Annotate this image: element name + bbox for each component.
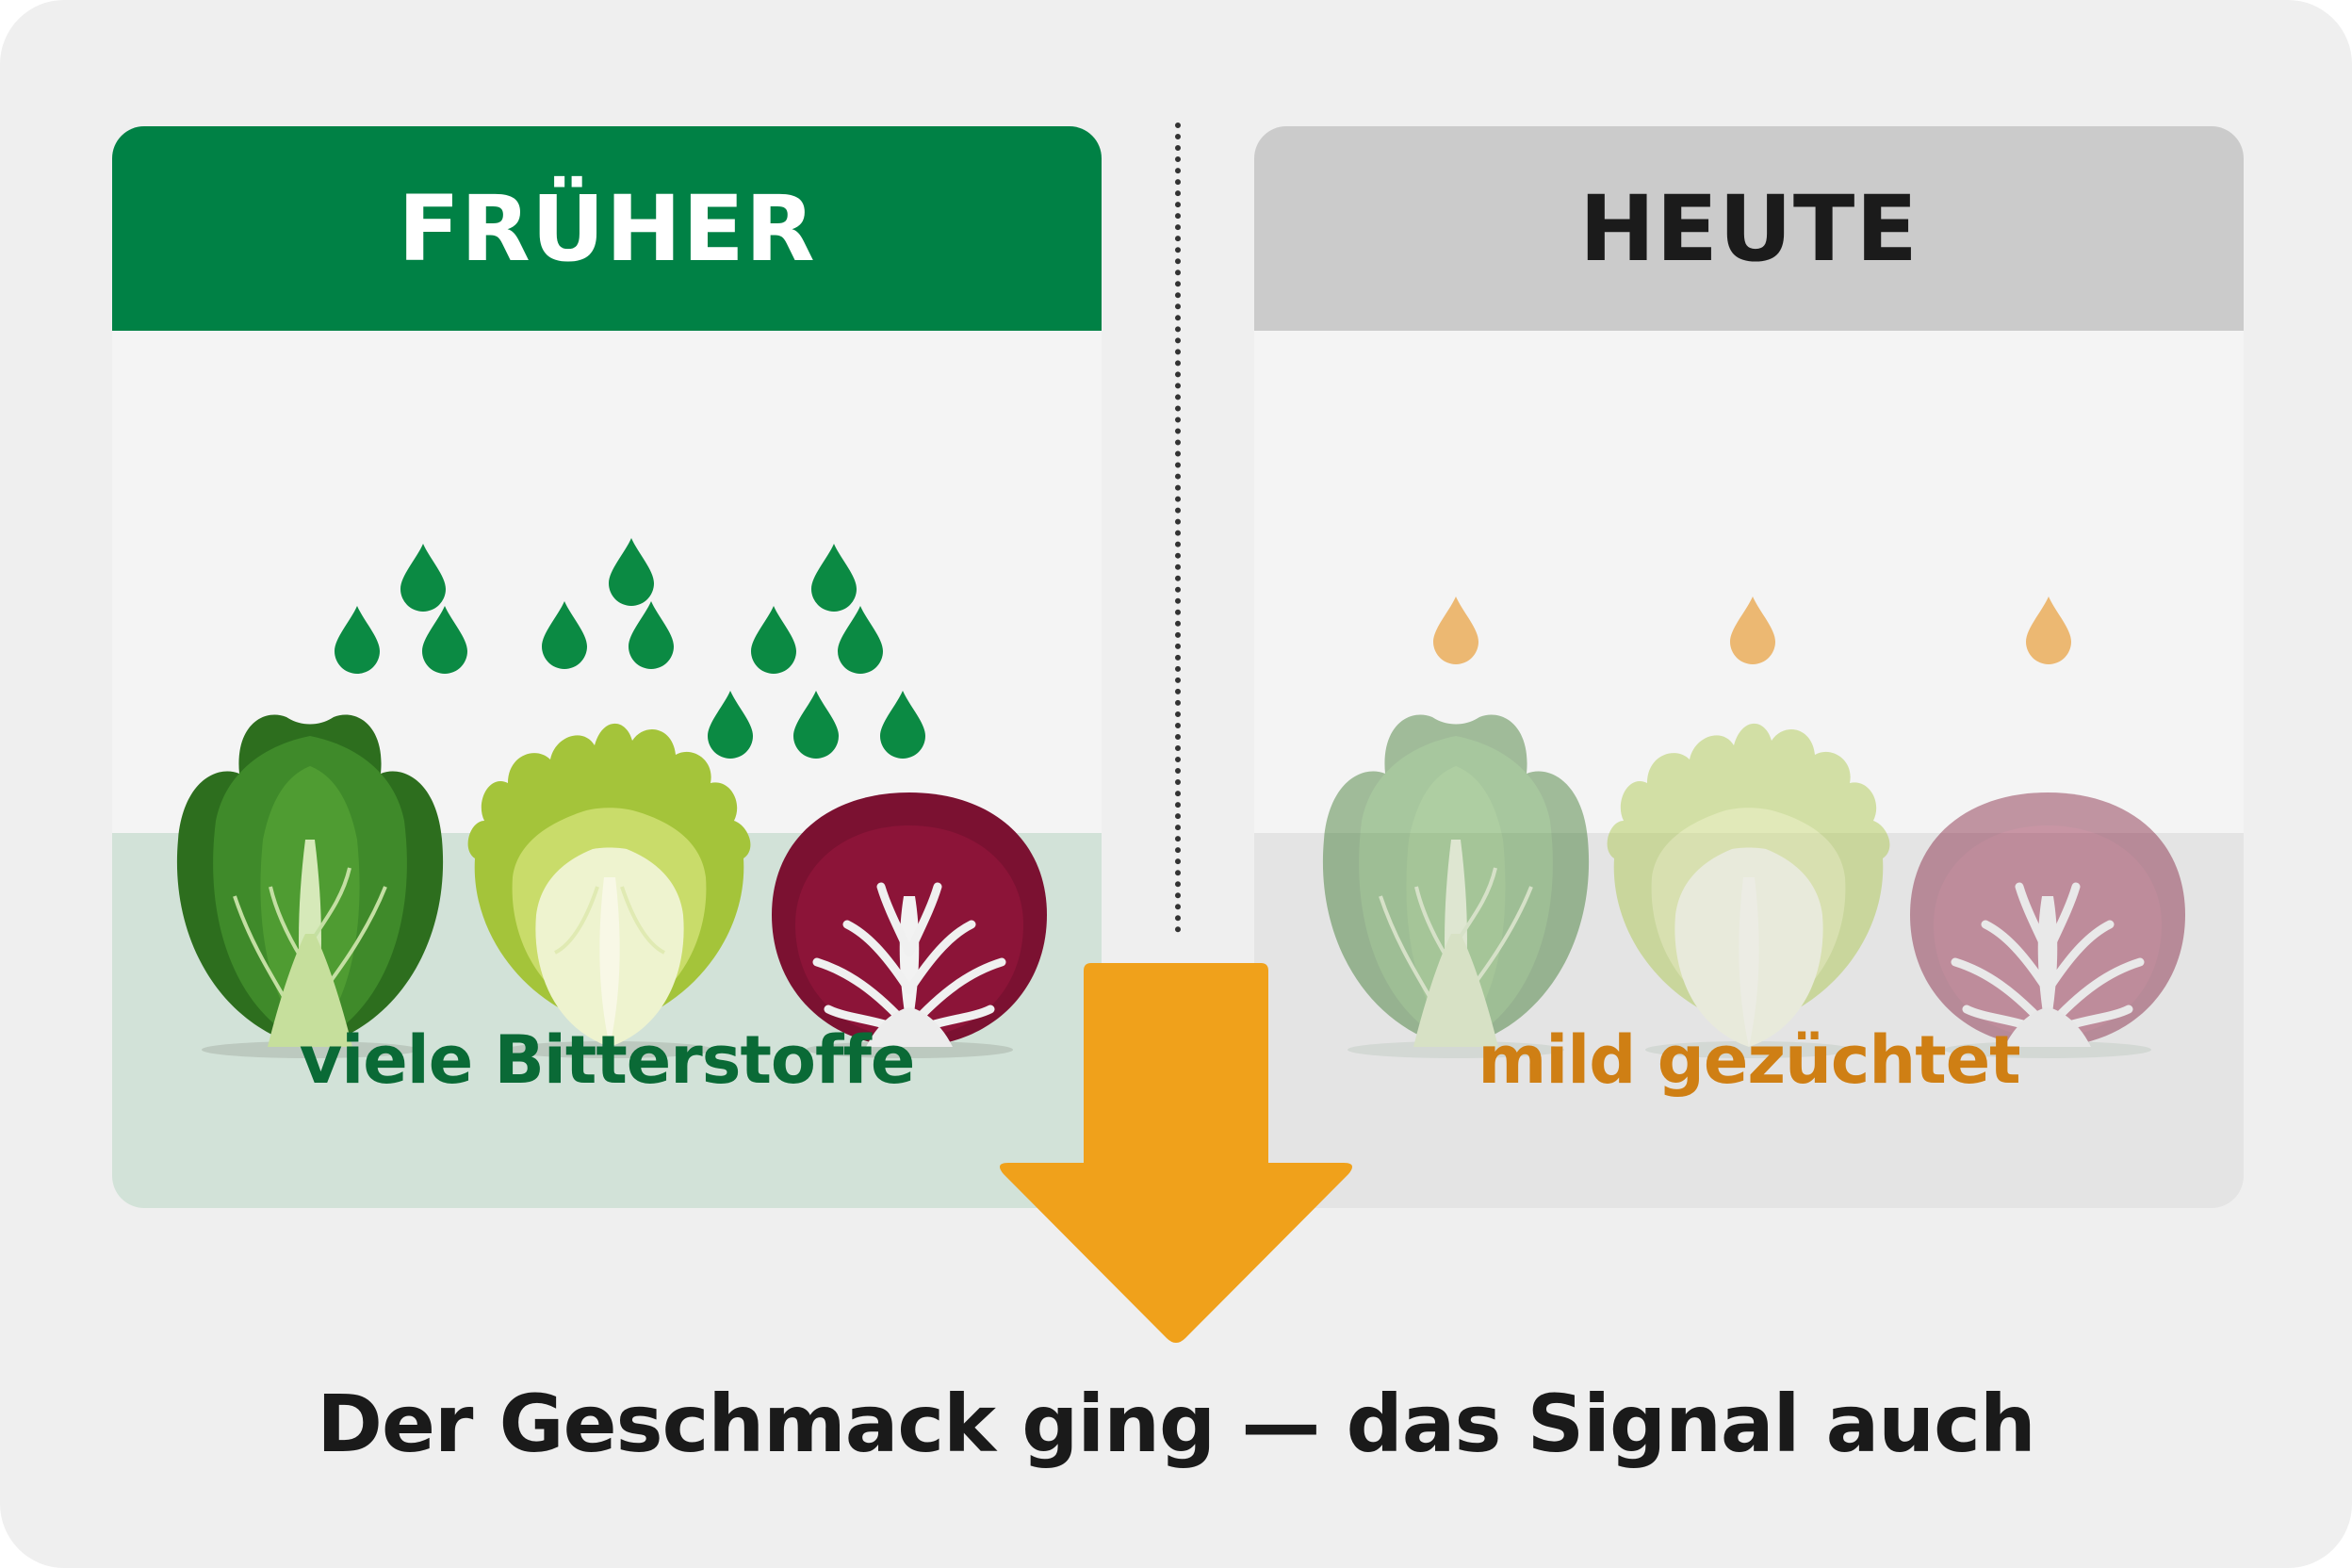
down-arrow-icon	[1000, 963, 1352, 1343]
romaine-lettuce-icon	[1322, 714, 1590, 1058]
past-panel: FRÜHER	[112, 126, 1102, 1208]
drop-icon	[629, 601, 674, 669]
bitter-drops-group	[708, 544, 925, 759]
radicchio-icon	[1910, 792, 2185, 1058]
drop-icon	[708, 691, 753, 759]
past-title: FRÜHER	[398, 175, 816, 282]
past-header: FRÜHER	[112, 126, 1102, 331]
bitter-drops-group	[335, 544, 467, 674]
bitter-drops-group	[542, 538, 674, 669]
drop-icon	[542, 601, 587, 669]
radicchio-icon	[772, 792, 1047, 1058]
drop-icon	[335, 606, 380, 674]
drop-icon	[838, 606, 883, 674]
romaine-lettuce-icon	[176, 714, 444, 1058]
drop-icon	[793, 691, 839, 759]
today-ground	[1254, 833, 2244, 1208]
drop-icon	[1730, 596, 1775, 664]
past-illustration	[176, 538, 1047, 1058]
drop-icon	[751, 606, 796, 674]
drop-icon	[880, 691, 925, 759]
endive-icon	[467, 723, 751, 1058]
today-caption: mild gezüchtet	[1478, 1021, 2020, 1099]
footer-statement: Der Geschmack ging — das Signal auch	[317, 1378, 2035, 1470]
today-header: HEUTE	[1254, 126, 2244, 331]
mild-drops-group	[1433, 596, 2071, 664]
past-caption: viele Bitterstoffe	[299, 1021, 916, 1099]
drop-icon	[422, 606, 467, 674]
drop-icon	[609, 538, 654, 606]
endive-icon	[1607, 723, 1890, 1058]
today-title: HEUTE	[1579, 175, 1919, 282]
drop-icon	[811, 544, 857, 612]
panel-divider	[1175, 122, 1181, 933]
today-illustration	[1322, 596, 2185, 1058]
drop-icon	[2026, 596, 2071, 664]
drop-icon	[1433, 596, 1478, 664]
drop-icon	[400, 544, 446, 612]
today-panel: HEUTE	[1254, 126, 2244, 1208]
